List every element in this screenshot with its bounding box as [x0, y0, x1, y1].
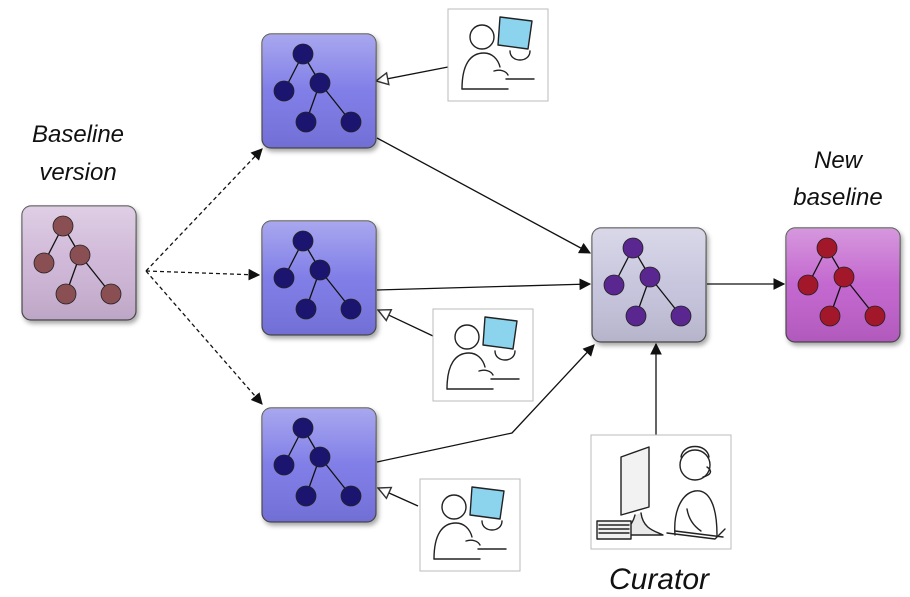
tree-node — [622, 237, 644, 259]
dashed-arrow-to-branch-bottom — [145, 270, 263, 405]
branch-tree-bottom — [261, 407, 377, 523]
new-baseline-label-line2: baseline — [793, 184, 882, 211]
tree-node — [819, 305, 841, 327]
open-arrow-editor-top — [376, 66, 449, 81]
tree-node — [295, 111, 317, 133]
person-at-computer-icon — [419, 478, 521, 572]
tree-node — [273, 80, 295, 102]
tree-icon — [273, 417, 362, 507]
person-at-computer-icon — [447, 8, 549, 102]
tree-node — [273, 267, 295, 289]
tree-node — [69, 244, 91, 266]
person-at-computer-icon — [432, 308, 534, 402]
tree-node — [33, 252, 55, 274]
tree-node — [639, 266, 661, 288]
arrow-branch-top-to-merge — [376, 137, 592, 254]
merged-tree — [591, 227, 707, 343]
editor-icons — [419, 8, 549, 572]
branch-tree-middle — [261, 220, 377, 336]
tree-node — [864, 305, 886, 327]
tree-node — [833, 266, 855, 288]
baseline-version-tree — [21, 205, 137, 321]
tree-node — [340, 485, 362, 507]
arrow-branch-middle-to-merge — [376, 278, 592, 291]
tree-node — [625, 305, 647, 327]
tree-boxes — [21, 33, 901, 523]
open-arrow-editor-middle — [378, 310, 434, 337]
tree-icon — [273, 230, 362, 320]
tree-node — [292, 43, 314, 65]
tree-node — [295, 485, 317, 507]
tree-node — [309, 72, 331, 94]
tree-icon — [797, 237, 886, 327]
tree-node — [100, 283, 122, 305]
tree-node — [52, 215, 74, 237]
tree-node — [816, 237, 838, 259]
connectors — [145, 66, 786, 507]
tree-icon — [603, 237, 692, 327]
new-baseline-label-line1: New — [814, 147, 864, 174]
branch-tree-top — [261, 33, 377, 149]
curator-label: Curator — [609, 563, 710, 596]
tree-node — [309, 446, 331, 468]
dashed-arrow-to-branch-top — [145, 148, 263, 272]
tree-node — [340, 298, 362, 320]
tree-node — [340, 111, 362, 133]
tree-node — [797, 274, 819, 296]
tree-icon — [33, 215, 122, 305]
tree-node — [292, 230, 314, 252]
tree-node — [670, 305, 692, 327]
tree-node — [309, 259, 331, 281]
tree-node — [292, 417, 314, 439]
curator-at-workstation-icon — [590, 434, 732, 550]
arrow-branch-bottom-to-merge — [376, 344, 595, 463]
baseline-version-label-line1: Baseline — [32, 121, 124, 148]
tree-node — [55, 283, 77, 305]
dashed-arrow-to-branch-middle — [145, 268, 261, 281]
new-baseline-tree — [785, 227, 901, 343]
baseline-version-label-line2: version — [39, 159, 116, 186]
open-arrow-editor-bottom — [378, 488, 419, 507]
tree-node — [295, 298, 317, 320]
tree-node — [273, 454, 295, 476]
tree-node — [603, 274, 625, 296]
tree-icon — [273, 43, 362, 133]
